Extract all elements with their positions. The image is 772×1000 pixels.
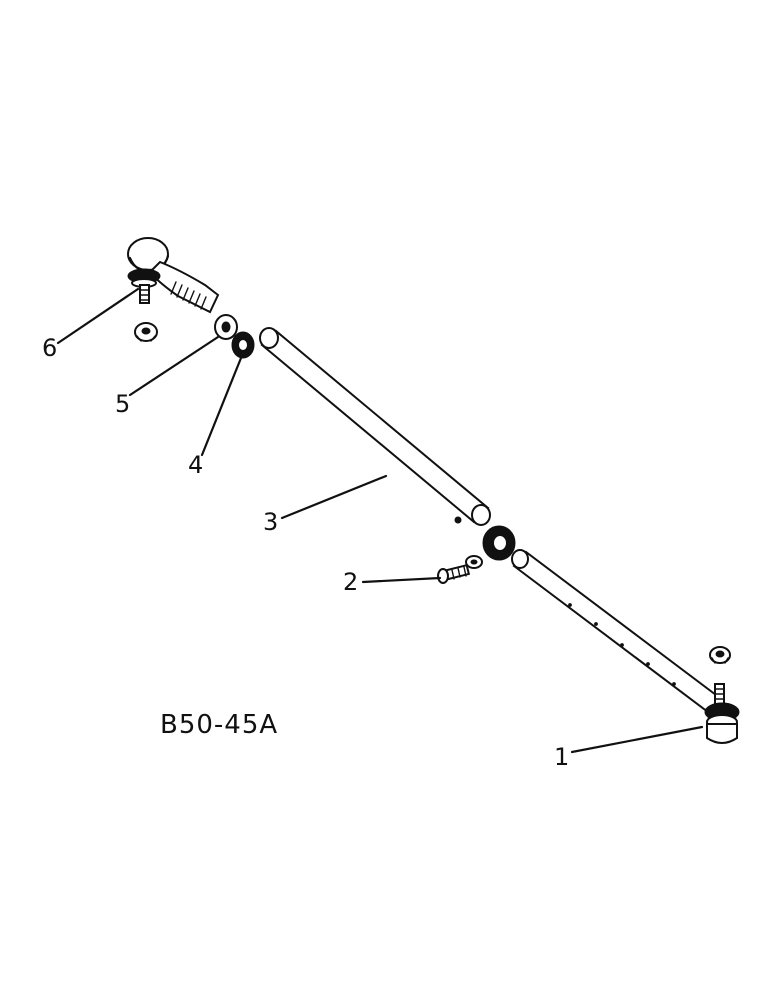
callout-5: 5 [115, 390, 130, 418]
callout-1: 1 [554, 743, 569, 771]
castle-nut-left [134, 322, 158, 342]
callout-3: 3 [263, 508, 278, 536]
rod-marks [568, 603, 676, 686]
part-6-tie-rod-end-left [127, 237, 220, 314]
part-4-clamp [231, 331, 255, 359]
part-3-tube [259, 327, 491, 526]
figure-id-label: B50-45A [160, 710, 278, 740]
callout-4: 4 [188, 451, 203, 479]
center-clamp [465, 525, 516, 569]
leader-lines [56, 287, 704, 754]
castle-nut-right [709, 646, 731, 664]
part-1-tie-rod-end-right [511, 549, 740, 744]
thread-marks [170, 281, 207, 310]
callout-6: 6 [42, 334, 57, 362]
callout-2: 2 [343, 568, 358, 596]
part-5-jam-nut [214, 314, 238, 340]
part-2-bolt [437, 564, 471, 584]
